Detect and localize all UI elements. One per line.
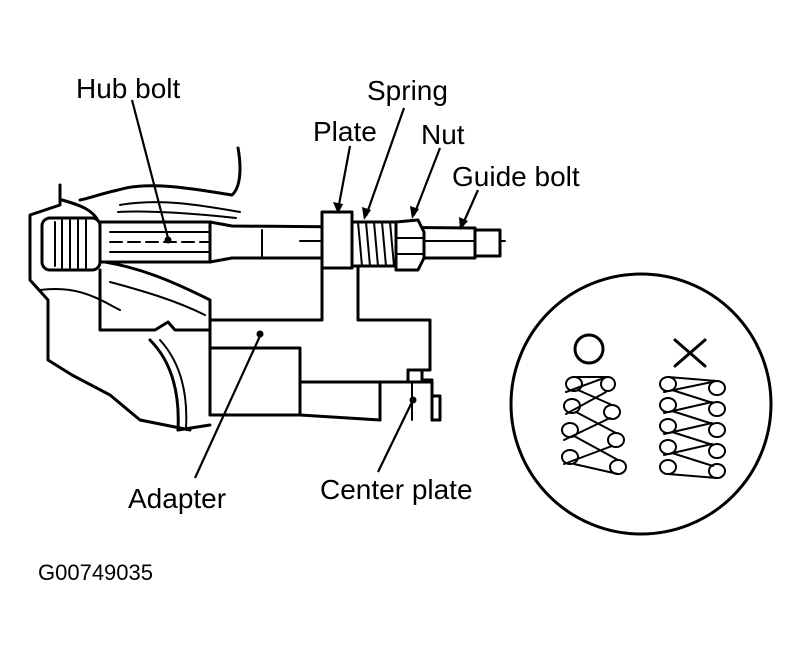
label-nut: Nut xyxy=(421,119,465,150)
spring xyxy=(350,220,398,268)
correct-circle-icon xyxy=(573,333,605,365)
leader-lines xyxy=(130,99,480,479)
adapter-body xyxy=(208,256,442,422)
label-spring: Spring xyxy=(367,75,448,106)
plate xyxy=(320,210,354,270)
hub-housing xyxy=(28,146,242,432)
spring-orientation-inset xyxy=(509,272,773,536)
label-plate: Plate xyxy=(313,116,377,147)
label-hub-bolt: Hub bolt xyxy=(76,73,181,104)
label-guide-bolt: Guide bolt xyxy=(452,161,580,192)
incorrect-cross-icon xyxy=(673,338,707,368)
figure-id: G00749035 xyxy=(38,560,153,585)
hub-bolt xyxy=(40,216,224,272)
nut xyxy=(394,218,426,272)
correct-spring-icon xyxy=(561,376,627,475)
incorrect-spring-icon xyxy=(659,376,726,479)
label-center-plate: Center plate xyxy=(320,474,473,505)
label-adapter: Adapter xyxy=(128,483,226,514)
